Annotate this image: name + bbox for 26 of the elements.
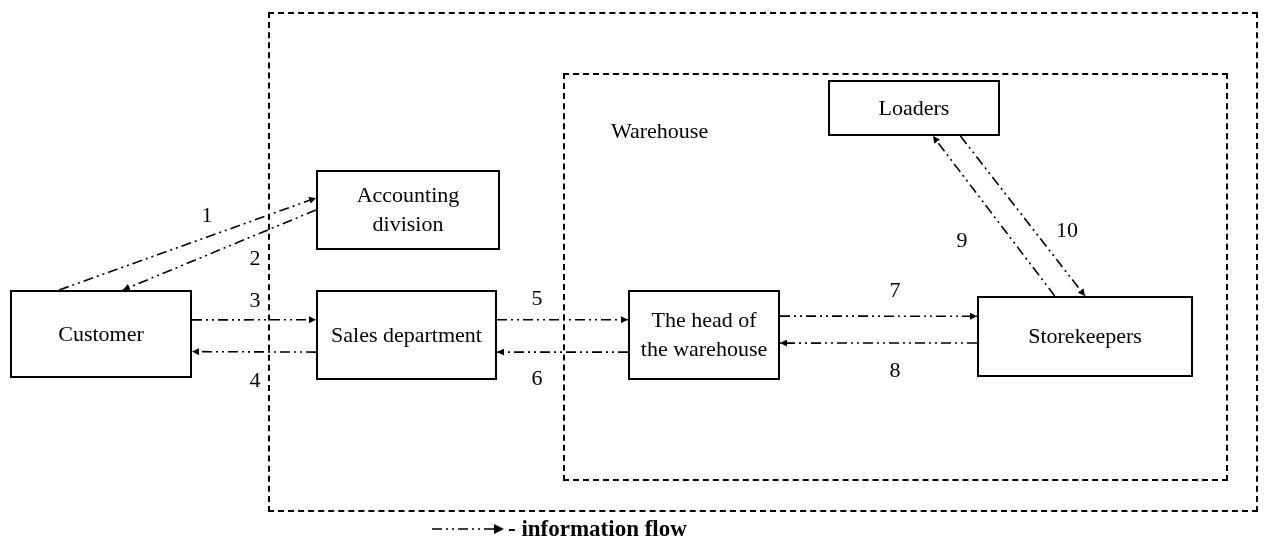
dashed-frame [268,12,1258,512]
box-label: Accounting division [355,181,461,238]
group-title: Warehouse [610,117,709,145]
process-box [10,290,192,378]
box-label: The head of the warehouse [639,306,769,363]
process-box [316,170,500,250]
process-box [316,290,497,380]
information-flow-arrow [496,316,629,324]
process-box [828,80,1000,136]
information-flow-arrow [58,197,317,291]
legend-text: - information flow [508,516,687,542]
process-box [628,290,780,380]
information-flow-arrow [191,348,317,356]
box-label: Sales department [330,320,483,349]
information-flow-arrow [779,312,978,320]
box-label: Customer [57,319,145,348]
box-label: Loaders [877,93,951,122]
information-flow-arrow [496,348,629,356]
information-flow-arrow [191,316,317,324]
information-flow-arrow [932,135,1056,297]
information-flow-arrow [959,135,1086,297]
box-label: Storekeepers [1027,322,1143,351]
process-box [977,296,1193,377]
information-flow-arrow [122,209,317,291]
dashed-frame [563,73,1228,481]
information-flow-arrow [779,339,978,347]
